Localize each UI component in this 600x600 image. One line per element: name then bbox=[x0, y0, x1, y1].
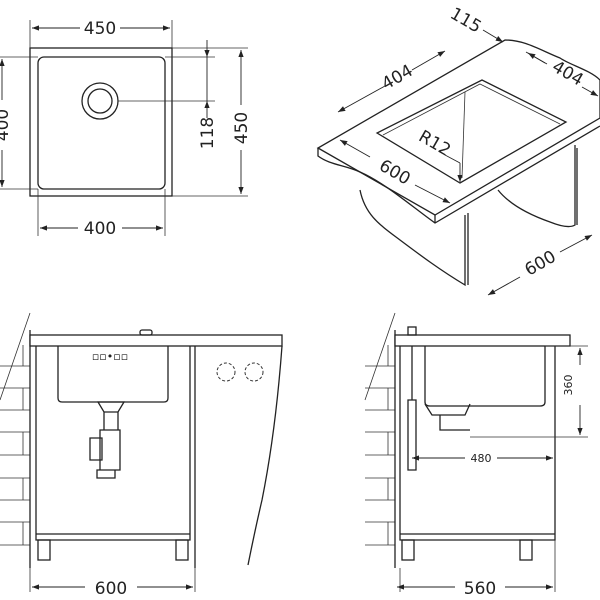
overflow-icon bbox=[407, 326, 417, 336]
valve-hole-icon bbox=[244, 362, 264, 382]
sink-logo: ▫▫•▫▫ bbox=[92, 350, 128, 363]
dim-height-inner: 400 bbox=[0, 109, 13, 141]
dim-width-inner: 400 bbox=[84, 219, 116, 239]
front-view: ▫▫•▫▫ 600 bbox=[0, 312, 283, 599]
valve-hole-icon bbox=[216, 362, 236, 382]
overflow-icon bbox=[139, 329, 153, 336]
bowl-outline bbox=[37, 56, 166, 190]
dim-front-cabinet-width: 600 bbox=[95, 579, 127, 599]
countertop bbox=[29, 334, 283, 347]
side-view: 360 480 560 bbox=[364, 312, 588, 599]
dim-bowl-length: 404 bbox=[378, 61, 416, 95]
dim-side-cabinet-depth: 560 bbox=[464, 579, 496, 599]
dim-drain-position: 480 bbox=[471, 452, 492, 465]
dim-rim: 115 bbox=[446, 4, 484, 38]
dim-cabinet-depth: 600 bbox=[521, 247, 559, 281]
dim-height-outer: 450 bbox=[232, 112, 252, 144]
dim-drain-offset: 118 bbox=[198, 117, 218, 149]
countertop bbox=[394, 334, 571, 347]
isometric-view: 404 115 404 R12 600 600 bbox=[316, 4, 600, 296]
dim-width-outer: 450 bbox=[84, 19, 116, 39]
drain-inner bbox=[87, 88, 113, 114]
sink-outline bbox=[29, 47, 173, 197]
dim-bowl-depth: 360 bbox=[562, 375, 575, 396]
top-view: 450 400 118 450 400 bbox=[0, 19, 252, 239]
